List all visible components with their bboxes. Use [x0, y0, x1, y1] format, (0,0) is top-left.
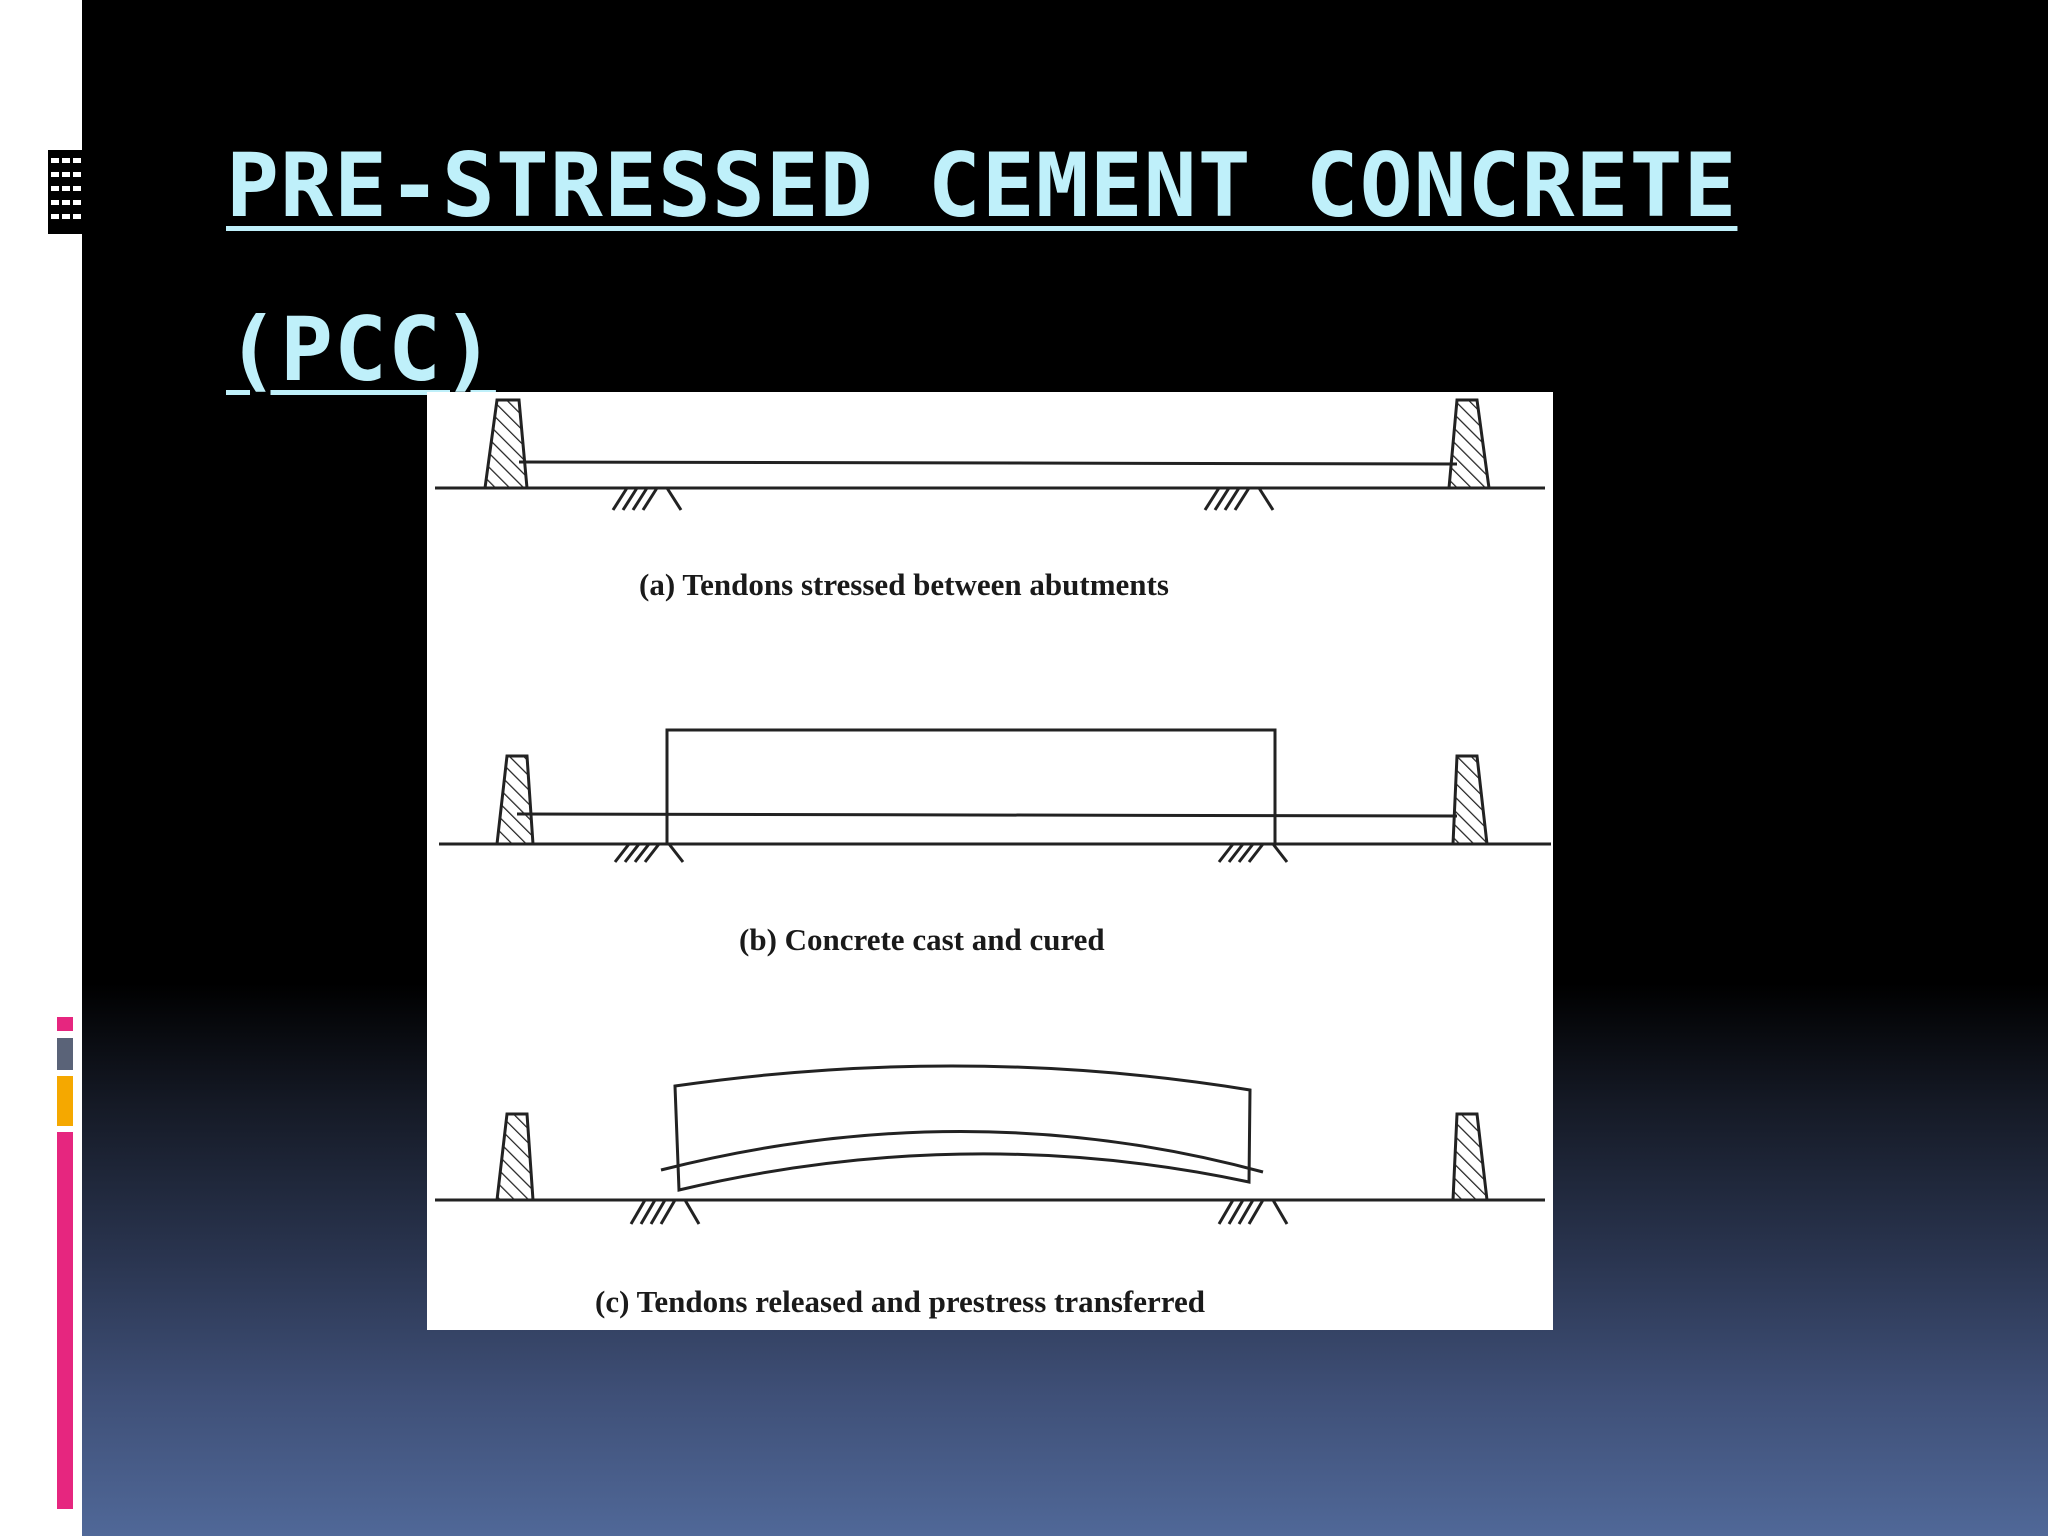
stage-b-support-left — [613, 843, 685, 863]
stage-c-cambered-beam — [673, 1064, 1252, 1192]
stage-c-drawing — [435, 1064, 1545, 1225]
accent-bar-pink-top — [57, 1017, 73, 1031]
stage-a-support-left — [611, 487, 683, 511]
prestress-diagram: (a) Tendons stressed between abutments (… — [427, 392, 1553, 1330]
stage-a-support-right — [1203, 487, 1275, 511]
stage-b-support-right — [1217, 843, 1289, 863]
stage-b-drawing — [439, 728, 1551, 863]
slide-title-line1: PRE-STRESSED CEMENT CONCRETE — [226, 134, 1738, 237]
caption-stage-b: (b) Concrete cast and cured — [739, 922, 1105, 957]
grid-icon — [48, 150, 82, 234]
slide-title: PRE-STRESSED CEMENT CONCRETE (PCC) — [226, 134, 1786, 432]
accent-bar-pink — [57, 1132, 73, 1509]
caption-stage-a: (a) Tendons stressed between abutments — [639, 567, 1169, 602]
stage-c-abutment-right — [1451, 1112, 1489, 1202]
stage-a-abutment-left — [483, 398, 529, 490]
stage-a-tendon — [518, 460, 1458, 466]
stage-b-abutment-right — [1451, 754, 1489, 846]
slide-title-line2: (PCC) — [226, 298, 496, 401]
diagram-drawing — [435, 398, 1551, 1225]
stage-c-abutment-left — [495, 1112, 535, 1202]
accent-bar-gold — [57, 1076, 73, 1126]
stage-c-tendon — [660, 1130, 1264, 1174]
stage-b-abutment-left — [495, 754, 535, 846]
caption-stage-c: (c) Tendons released and prestress trans… — [595, 1284, 1205, 1319]
stage-b-tendon — [516, 812, 1458, 818]
stage-a-drawing — [435, 398, 1545, 511]
stage-a-abutment-right — [1447, 398, 1491, 490]
stage-c-support-left — [629, 1199, 701, 1225]
accent-bar-gray — [57, 1038, 73, 1070]
stage-b-concrete-beam — [665, 728, 1277, 846]
stage-c-support-right — [1217, 1199, 1289, 1225]
